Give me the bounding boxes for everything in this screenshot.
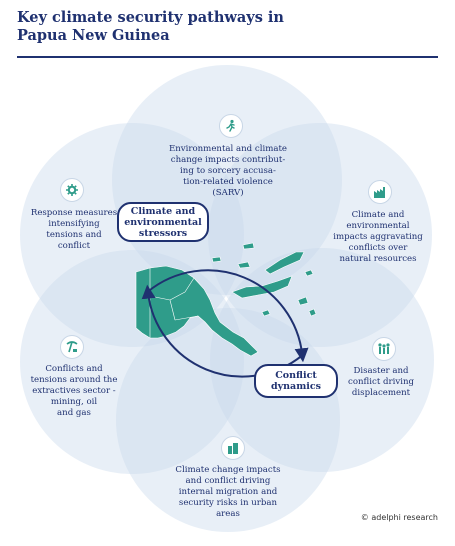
gear-icon <box>60 178 84 202</box>
cycle-arrow-right <box>147 269 309 363</box>
running-person-icon <box>219 114 243 138</box>
page-title: Key climate security pathways in Papua N… <box>17 9 437 45</box>
title-line-1: Key climate security pathways in <box>17 9 284 26</box>
credit-text: © adelphi research <box>360 513 438 522</box>
petal-displacement <box>210 248 434 472</box>
buildings-icon <box>221 436 245 460</box>
pickaxe-icon <box>60 335 84 359</box>
people-group-icon <box>372 337 396 361</box>
title-line-2: Papua New Guinea <box>17 27 170 44</box>
factory-icon <box>368 180 392 204</box>
title-divider <box>17 56 438 58</box>
